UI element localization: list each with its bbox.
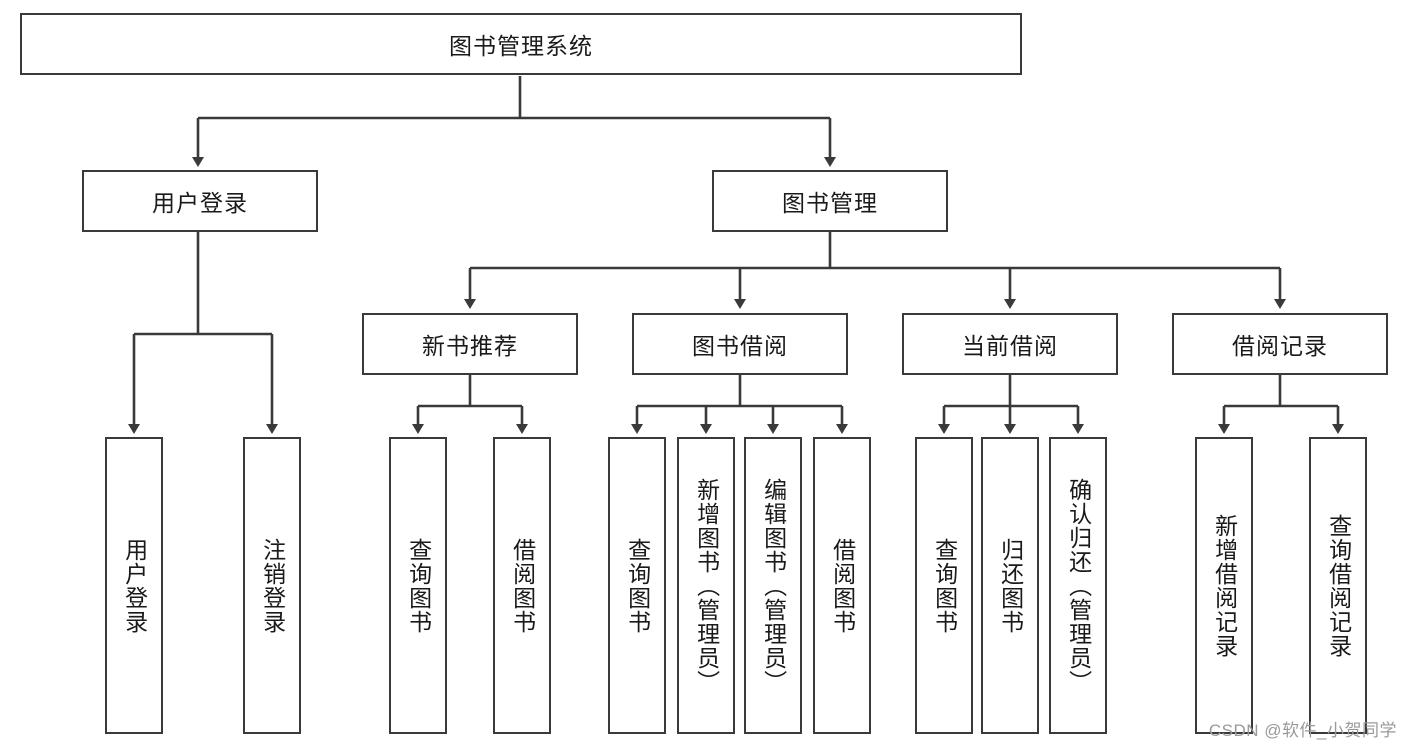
node-borrow-record[interactable]: 借阅记录 [1172,313,1388,375]
leaf-borrow-record-add-record[interactable]: 新增借阅记录 [1195,437,1253,734]
leaf-new-book-borrow-book[interactable]: 借阅图书 [493,437,551,734]
node-label: 当前借阅 [962,333,1058,359]
node-label: 图书管理系统 [449,33,593,59]
node-label: 新增图书（管理员） [693,477,720,694]
leaf-book-borrow-query-book[interactable]: 查询图书 [608,437,666,734]
leaf-book-borrow-add-book-admin[interactable]: 新增图书（管理员） [677,437,735,734]
node-current-borrow[interactable]: 当前借阅 [902,313,1118,375]
node-book-management[interactable]: 图书管理 [712,170,948,232]
node-label: 借阅记录 [1232,333,1328,359]
node-new-book-recommend[interactable]: 新书推荐 [362,313,578,375]
node-label: 借阅图书 [509,537,536,634]
node-label: 查询借阅记录 [1325,513,1352,658]
node-label: 查询图书 [405,537,432,634]
node-label: 查询图书 [931,537,958,634]
node-label: 新书推荐 [422,333,518,359]
leaf-current-borrow-query-book[interactable]: 查询图书 [915,437,973,734]
node-user-login[interactable]: 用户登录 [82,170,318,232]
node-label: 确认归还（管理员） [1065,477,1092,694]
node-label: 新增借阅记录 [1211,513,1238,658]
leaf-user-login-login[interactable]: 用户登录 [105,437,163,734]
node-label: 归还图书 [997,537,1024,634]
node-label: 查询图书 [624,537,651,634]
leaf-book-borrow-borrow-book[interactable]: 借阅图书 [813,437,871,734]
node-label: 用户登录 [152,190,248,216]
node-label: 编辑图书（管理员） [760,477,787,694]
leaf-new-book-query-book[interactable]: 查询图书 [389,437,447,734]
node-label: 图书管理 [782,190,878,216]
leaf-book-borrow-edit-book-admin[interactable]: 编辑图书（管理员） [744,437,802,734]
leaf-current-borrow-confirm-return-admin[interactable]: 确认归还（管理员） [1049,437,1107,734]
node-label: 图书借阅 [692,333,788,359]
leaf-user-login-logout[interactable]: 注销登录 [243,437,301,734]
node-label: 注销登录 [259,537,286,634]
leaf-borrow-record-query-record[interactable]: 查询借阅记录 [1309,437,1367,734]
leaf-current-borrow-return-book[interactable]: 归还图书 [981,437,1039,734]
node-book-borrow[interactable]: 图书借阅 [632,313,848,375]
node-label: 借阅图书 [829,537,856,634]
node-label: 用户登录 [121,537,148,634]
node-root-book-management-system[interactable]: 图书管理系统 [20,13,1022,75]
